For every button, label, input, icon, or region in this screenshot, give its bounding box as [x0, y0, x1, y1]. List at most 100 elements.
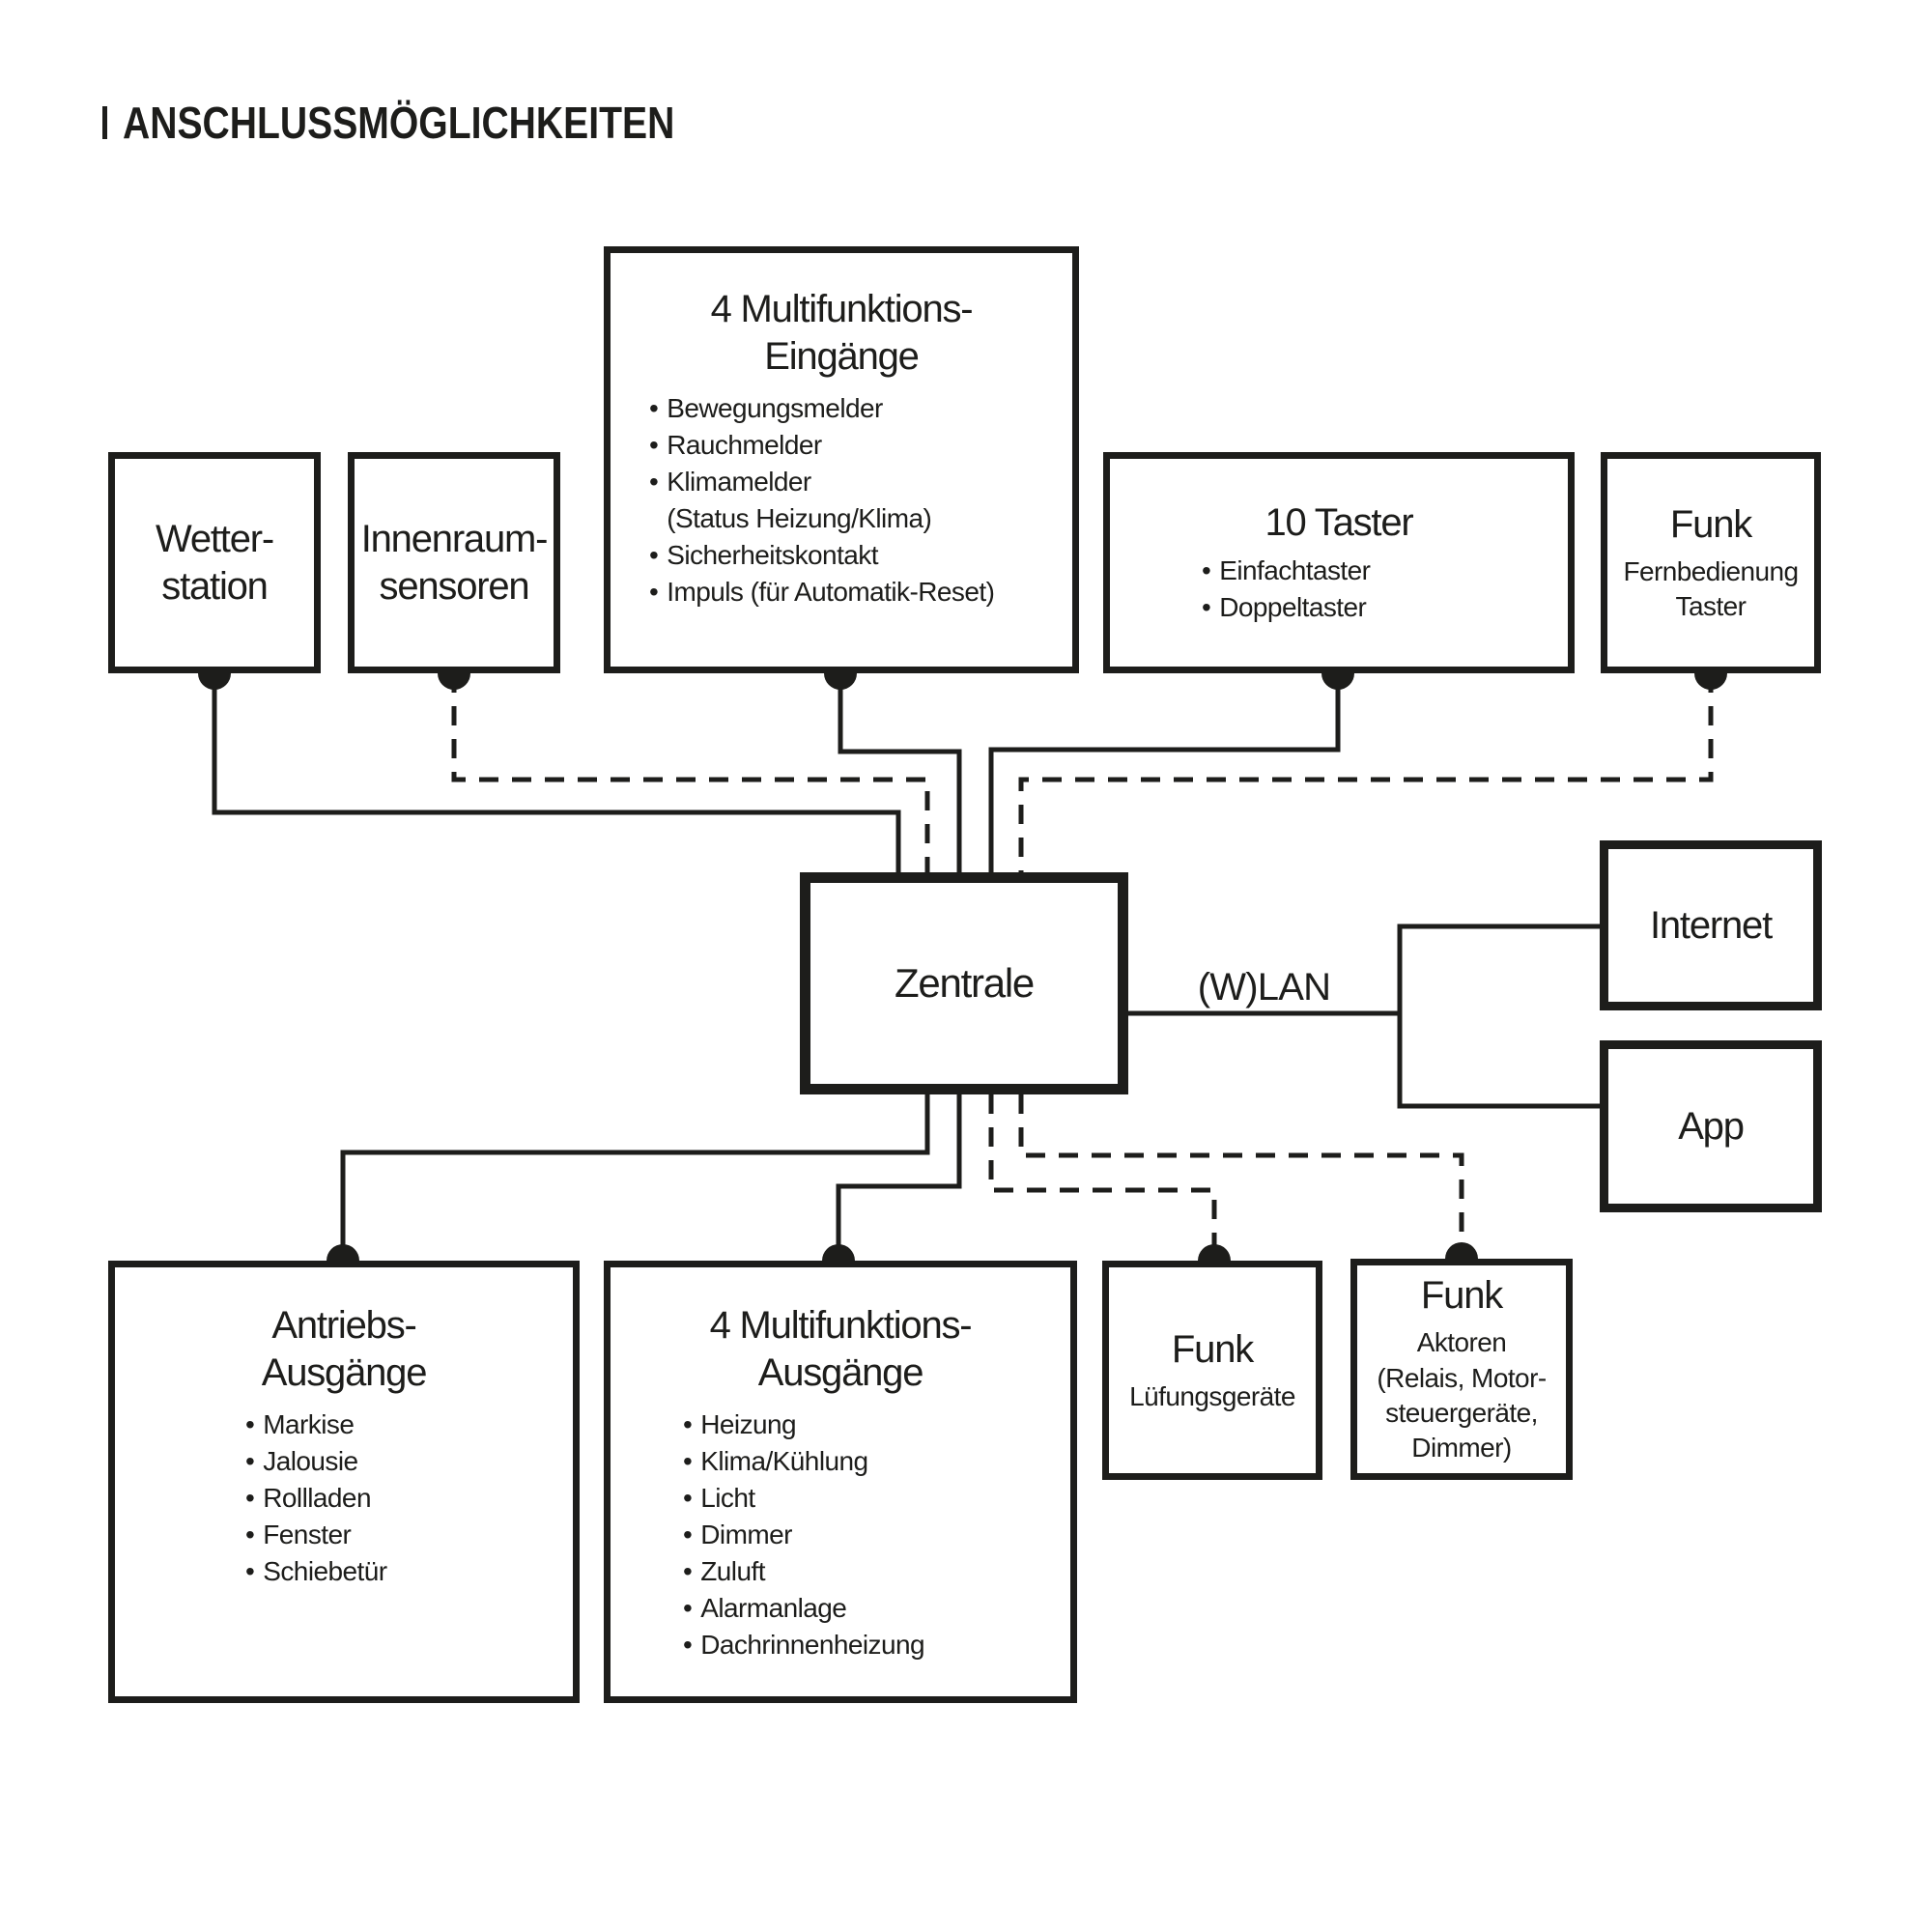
bullet-dot-icon: • [683, 1519, 693, 1549]
node-title: Antriebs- Ausgänge [261, 1304, 428, 1394]
bullet-text: Einfachtaster [1219, 554, 1371, 585]
page-heading: ANSCHLUSSMÖGLICHKEITEN [102, 97, 772, 149]
bullet-item: • Schiebetür [245, 1553, 387, 1590]
wire-innenraumsensoren-zentrale [451, 673, 930, 872]
node-title: Zentrale [895, 960, 1035, 1007]
node-innenraumsensoren: Innenraum- sensoren [348, 452, 560, 673]
node-multifunktions-ausgaenge: 4 Multifunktions- Ausgänge •Heizung•Klim… [604, 1261, 1077, 1703]
bullet-text: Impuls (für Automatik-Reset) [667, 576, 995, 607]
bullet-text: Bewegungsmelder [667, 392, 883, 423]
bullet-text: Zuluft [700, 1555, 765, 1586]
bullet-list: • Markise • Jalousie • Rollladen • Fenster • Schi… [245, 1406, 387, 1590]
bullet-dot-icon: • [683, 1445, 693, 1476]
node-antriebs-ausgaenge: Antriebs- Ausgänge • Markise • Jalousie • Rol… [108, 1261, 580, 1703]
bullet-item: • Rauchmelder [649, 427, 994, 464]
node-title: Wetter- station [156, 517, 274, 608]
bullet-dot-icon: • [683, 1482, 693, 1513]
node-funk-lueftungsgeraete: Funk Lüfungsgeräte [1102, 1261, 1322, 1480]
page-title: ANSCHLUSSMÖGLICHKEITEN [123, 98, 675, 148]
node-title: Innenraum- sensoren [360, 517, 549, 608]
bullet-item: • Klimamelder (Status Heizung/Klima) [649, 464, 994, 537]
bullet-dot-icon: • [649, 466, 659, 497]
node-internet: Internet [1600, 840, 1822, 1010]
bullet-text: Rauchmelder [667, 429, 822, 460]
bullet-item: • Rollladen [245, 1480, 387, 1517]
bullet-item: •Zuluft [683, 1553, 924, 1590]
wire-taster-zentrale [988, 673, 1341, 872]
bullet-dot-icon: • [1202, 591, 1211, 622]
bullet-item: •Licht [683, 1480, 924, 1517]
bullet-list: • Bewegungsmelder • Rauchmelder • Klimamelder… [649, 390, 995, 611]
bullet-dot-icon: • [649, 576, 659, 607]
node-app: App [1600, 1040, 1822, 1212]
node-title: Funk [1669, 502, 1752, 546]
bullet-dot-icon: • [683, 1555, 693, 1586]
bullet-dot-icon: • [683, 1408, 693, 1439]
bullet-item: • Jalousie [245, 1443, 387, 1480]
node-title: App [1678, 1104, 1745, 1148]
bullet-item: • Einfachtaster [1202, 553, 1371, 589]
bullet-text: Jalousie [263, 1445, 358, 1476]
bullet-dot-icon: • [245, 1555, 255, 1586]
bullet-text: Klima/Kühlung [700, 1445, 868, 1476]
node-funk-fernbedienung: Funk Fernbedienung Taster [1601, 452, 1821, 673]
bullet-dot-icon: • [245, 1519, 255, 1549]
bullet-list: •Heizung•Klima/Kühlung•Licht•Dimmer•Zulu… [683, 1406, 925, 1663]
node-funk-aktoren: Funk Aktoren (Relais, Motor- steuergerät… [1350, 1259, 1573, 1480]
node-subtitle: Fernbedienung Taster [1623, 555, 1799, 621]
bullet-dot-icon: • [649, 539, 659, 570]
wire-zentrale-aktoren [1018, 1094, 1464, 1259]
bullet-text: Alarmanlage [700, 1592, 847, 1623]
bullet-text: Schiebetür [263, 1555, 387, 1586]
node-zentrale: Zentrale [800, 872, 1128, 1094]
wire-eingaenge-zentrale [838, 673, 962, 872]
node-title: 4 Multifunktions- Eingänge [710, 288, 974, 378]
bullet-item: •Heizung [683, 1406, 924, 1443]
wire-zentrale-multifunktionsausgaenge [836, 1094, 962, 1261]
bullet-item: •Dachrinnenheizung [683, 1627, 925, 1663]
wlan-label: (W)LAN [1197, 966, 1331, 1009]
bullet-item: •Dimmer [683, 1517, 924, 1553]
node-title: Internet [1649, 903, 1773, 947]
bullet-item: • Sicherheitskontakt [649, 537, 994, 574]
node-taster: 10 Taster • Einfachtaster • Doppeltaster [1103, 452, 1575, 673]
node-title: 10 Taster [1264, 501, 1413, 545]
bullet-dot-icon: • [649, 392, 659, 423]
bullet-list: • Einfachtaster • Doppeltaster [1202, 553, 1371, 626]
bullet-item: •Alarmanlage [683, 1590, 924, 1627]
bullet-dot-icon: • [245, 1408, 255, 1439]
bullet-text: Heizung [700, 1408, 797, 1439]
bullet-dot-icon: • [245, 1445, 255, 1476]
wire-wetterstation-zentrale [212, 673, 901, 872]
bullet-text: Dimmer [700, 1519, 792, 1549]
bullet-item: • Fenster [245, 1517, 387, 1553]
bullet-item: • Markise [245, 1406, 387, 1443]
node-wetterstation: Wetter- station [108, 452, 321, 673]
node-title: Funk [1171, 1327, 1254, 1371]
node-title: Funk [1420, 1274, 1503, 1318]
bullet-text: Rollladen [263, 1482, 371, 1513]
bullet-text: Sicherheitskontakt [667, 539, 878, 570]
bullet-item: • Bewegungsmelder [649, 390, 994, 427]
node-title: 4 Multifunktions- Ausgänge [709, 1304, 973, 1394]
bullet-dot-icon: • [683, 1592, 693, 1623]
bullet-dot-icon: • [649, 429, 659, 460]
wire-zentrale-lueftungsgeraete [988, 1094, 1217, 1261]
node-subtitle: Lüfungsgeräte [1129, 1380, 1295, 1411]
bullet-dot-icon: • [245, 1482, 255, 1513]
bullet-text: Markise [263, 1408, 355, 1439]
wire-zentrale-antriebsausgaenge [340, 1094, 930, 1261]
node-multifunktions-eingaenge: 4 Multifunktions- Eingänge • Bewegungsmel… [604, 246, 1079, 673]
bullet-item: • Impuls (für Automatik-Reset) [649, 574, 995, 611]
bullet-text: Klimamelder (Status Heizung/Klima) [667, 466, 932, 533]
heading-bar-icon [102, 106, 107, 139]
bullet-text: Licht [700, 1482, 755, 1513]
bullet-dot-icon: • [1202, 554, 1211, 585]
bullet-text: Dachrinnenheizung [700, 1629, 925, 1660]
bullet-dot-icon: • [683, 1629, 693, 1660]
node-subtitle: Aktoren (Relais, Motor- steuergeräte, Di… [1377, 1327, 1547, 1463]
bullet-item: • Doppeltaster [1202, 589, 1370, 626]
bullet-text: Fenster [263, 1519, 352, 1549]
bullet-text: Doppeltaster [1219, 591, 1367, 622]
